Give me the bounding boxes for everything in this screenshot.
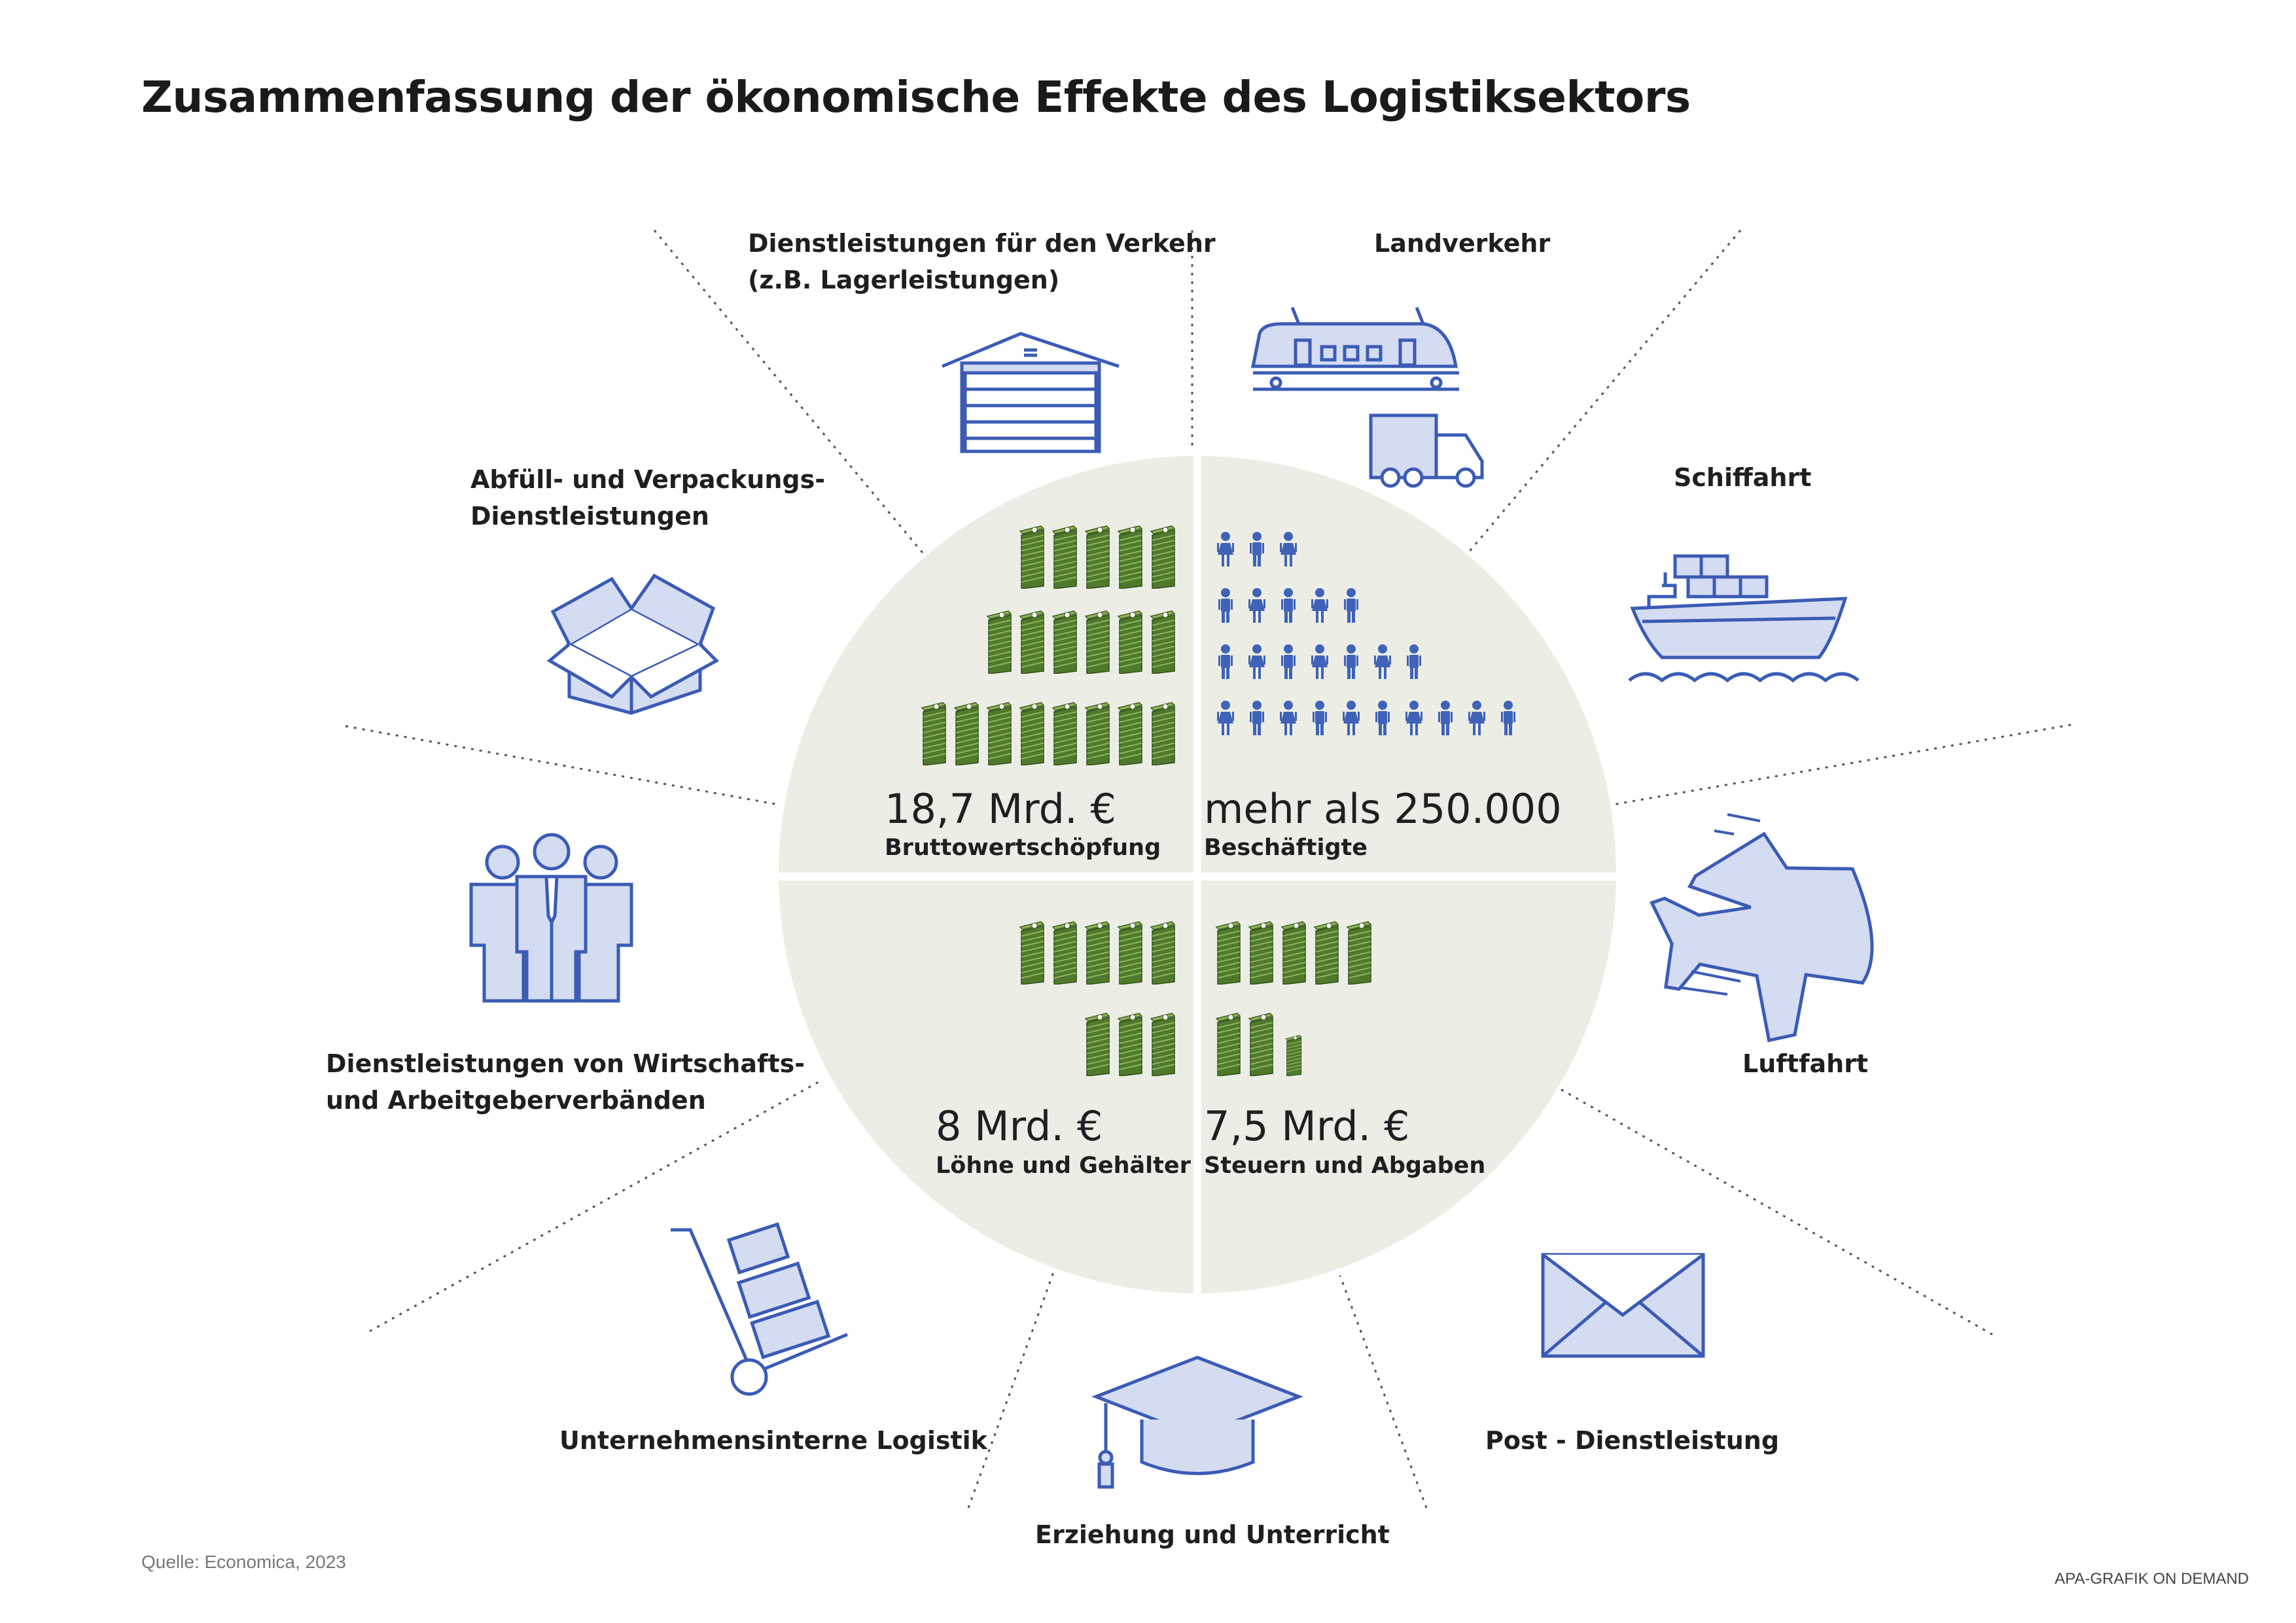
airplane-icon — [1650, 813, 1874, 1043]
effect-value-loehne: 8 Mrd. € — [936, 1102, 1103, 1150]
effect-label-beschaeftigte: Beschäftigte — [1204, 835, 1368, 861]
sector-label-landverkehr: Landverkehr — [1374, 229, 1551, 258]
effect-label-steuern: Steuern und Abgaben — [1204, 1153, 1486, 1179]
sector-label-line: (z.B. Lagerleistungen) — [748, 266, 1060, 294]
envelope-icon — [1541, 1253, 1705, 1358]
sector-label-line: und Arbeitgeberverbänden — [326, 1086, 706, 1115]
sector-label-line: Abfüll- und Verpackungs- — [470, 465, 825, 494]
effect-value-beschaeftigte: mehr als 250.000 — [1204, 785, 1562, 833]
sector-label-line: Dienstleistungen von Wirtschafts- — [326, 1049, 805, 1078]
effect-value-bws: 18,7 Mrd. € — [885, 785, 1116, 833]
effect-value-steuern: 7,5 Mrd. € — [1204, 1102, 1410, 1150]
business-people-icon — [469, 833, 633, 1003]
page-title: Zusammenfassung der ökonomische Effekte … — [141, 72, 1691, 122]
sector-label-line: Dienstleistungen — [470, 502, 709, 531]
sector-label-dienst-verkehr: Dienstleistungen für den Verkehr (z.B. L… — [748, 225, 1216, 298]
graduation-cap-icon — [1091, 1355, 1303, 1489]
ship-icon — [1628, 554, 1860, 683]
credit-note: APA-GRAFIK ON DEMAND — [2055, 1570, 2249, 1588]
hand-truck-icon — [671, 1222, 848, 1396]
sector-label-post: Post - Dienstleistung — [1485, 1426, 1780, 1455]
sector-label-verbaende: Dienstleistungen von Wirtschafts- und Ar… — [326, 1045, 805, 1119]
radial-lines — [345, 230, 2072, 1509]
train-truck-icon — [1250, 307, 1484, 488]
sector-label-abfuell: Abfüll- und Verpackungs- Dienstleistunge… — [470, 461, 825, 534]
sector-label-line: Dienstleistungen für den Verkehr — [748, 229, 1216, 258]
open-box-icon — [546, 573, 720, 715]
warehouse-icon — [942, 332, 1120, 453]
effect-label-bws: Bruttowertschöpfung — [885, 835, 1161, 861]
effect-label-loehne: Löhne und Gehälter — [936, 1153, 1191, 1179]
sector-label-schiffahrt: Schiffahrt — [1674, 463, 1812, 492]
sector-label-erziehung: Erziehung und Unterricht — [1035, 1520, 1390, 1549]
source-note: Quelle: Economica, 2023 — [141, 1552, 346, 1572]
sector-label-intern: Unternehmensinterne Logistik — [559, 1426, 987, 1455]
sector-label-luftfahrt: Luftfahrt — [1742, 1049, 1869, 1078]
